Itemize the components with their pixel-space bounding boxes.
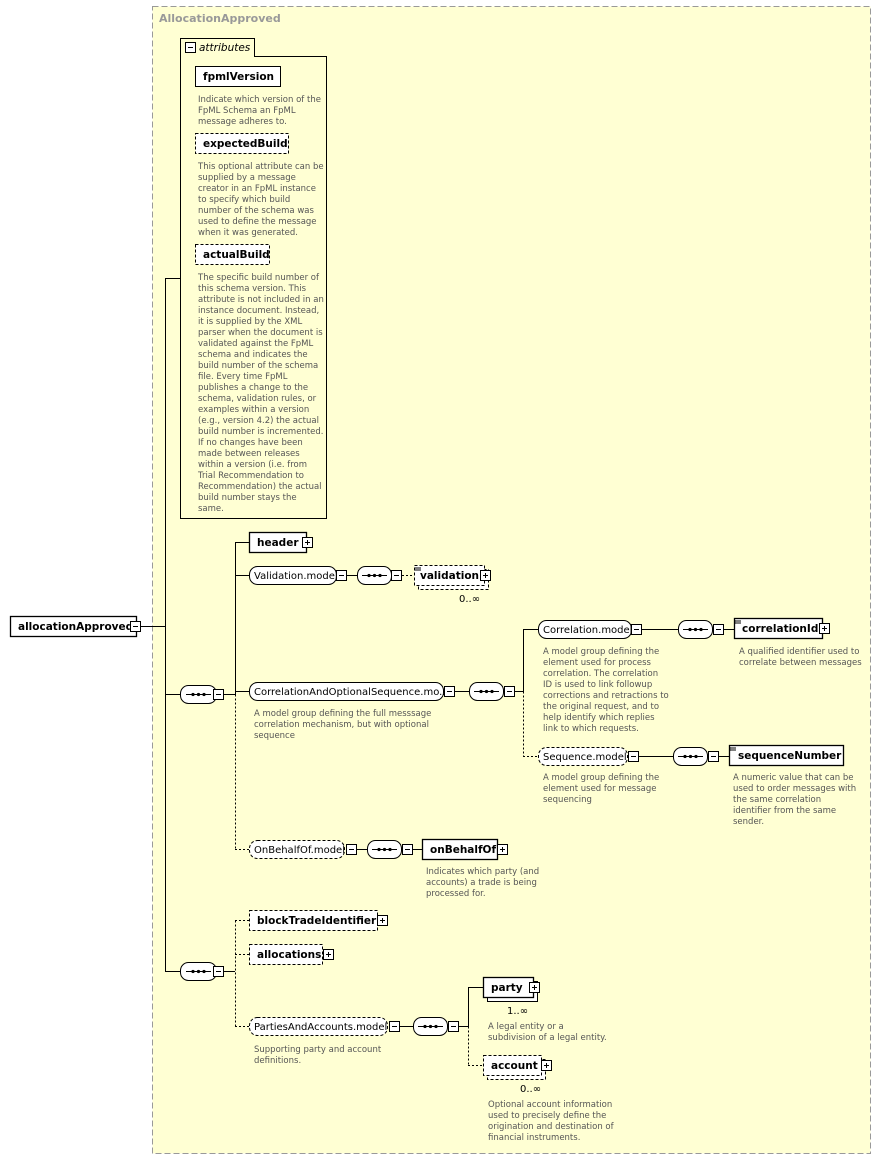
collapse-icon[interactable] bbox=[708, 751, 719, 762]
element-label: onBehalfOf bbox=[430, 844, 496, 856]
element-doc: A legal entity or a subdivision of a leg… bbox=[488, 1022, 607, 1043]
collapse-icon[interactable] bbox=[213, 966, 224, 977]
group-label: CorrelationAndOptionalSequence.mo... bbox=[254, 687, 449, 698]
attributes-collapse-icon[interactable] bbox=[185, 42, 196, 53]
collapse-icon[interactable] bbox=[713, 624, 724, 635]
element-correlationid[interactable]: correlationId bbox=[733, 617, 824, 640]
group-sequence-model[interactable]: Sequence.model bbox=[538, 747, 628, 766]
type-name: AllocationApproved bbox=[159, 12, 281, 25]
collapse-icon[interactable] bbox=[346, 844, 357, 855]
expand-icon[interactable] bbox=[323, 949, 334, 960]
element-doc: Indicates which party (and accounts) a t… bbox=[426, 867, 542, 899]
expand-icon[interactable] bbox=[819, 623, 830, 634]
element-sequencenumber[interactable]: sequenceNumber bbox=[728, 744, 845, 767]
element-label: correlationId bbox=[742, 623, 818, 635]
attribute-actualbuild[interactable]: actualBuild bbox=[195, 244, 270, 265]
collapse-icon[interactable] bbox=[448, 1021, 459, 1032]
group-onbehalfof-model[interactable]: OnBehalfOf.model bbox=[249, 840, 345, 859]
element-account[interactable]: account bbox=[483, 1055, 546, 1080]
element-allocations[interactable]: allocations bbox=[249, 944, 323, 965]
collapse-icon[interactable] bbox=[391, 570, 402, 581]
group-doc: Supporting party and account definitions… bbox=[254, 1045, 384, 1066]
collapse-icon[interactable] bbox=[628, 751, 639, 762]
group-correlation-and-optional-sequence[interactable]: CorrelationAndOptionalSequence.mo... bbox=[249, 682, 449, 701]
collapse-icon[interactable] bbox=[213, 689, 224, 700]
group-doc: A model group defining the full messsage… bbox=[254, 709, 434, 741]
collapse-icon[interactable] bbox=[336, 570, 347, 581]
group-doc: A model group defining the element used … bbox=[543, 773, 662, 805]
element-label: validation bbox=[420, 570, 479, 582]
element-doc: A qualified identifier used to correlate… bbox=[739, 647, 862, 668]
element-doc: Optional account information used to pre… bbox=[488, 1100, 616, 1143]
collapse-icon[interactable] bbox=[402, 844, 413, 855]
attribute-name: fpmlVersion bbox=[203, 71, 274, 83]
element-label: header bbox=[257, 537, 299, 549]
element-validation[interactable]: validation bbox=[414, 565, 489, 590]
group-parties-and-accounts-model[interactable]: PartiesAndAccounts.model bbox=[249, 1017, 388, 1036]
collapse-icon[interactable] bbox=[130, 621, 141, 632]
attribute-name: expectedBuild bbox=[203, 138, 288, 150]
occurrence-label: 0..∞ bbox=[520, 1084, 541, 1095]
element-doc: A numeric value that can be used to orde… bbox=[733, 773, 859, 827]
attribute-name: actualBuild bbox=[203, 249, 270, 261]
sequence-compositor[interactable] bbox=[180, 962, 217, 981]
element-label: allocations bbox=[257, 949, 321, 961]
group-label: Sequence.model bbox=[543, 752, 627, 763]
element-label: account bbox=[491, 1060, 538, 1072]
group-correlation-model[interactable]: Correlation.model bbox=[538, 620, 633, 639]
group-validation-model[interactable]: Validation.model bbox=[249, 566, 338, 585]
attribute-doc: This optional attribute can be supplied … bbox=[197, 162, 326, 238]
occurrence-label: 1..∞ bbox=[507, 1006, 528, 1017]
expand-icon[interactable] bbox=[529, 982, 540, 993]
sequence-compositor[interactable] bbox=[469, 682, 504, 701]
sequence-compositor[interactable] bbox=[180, 685, 217, 704]
group-label: OnBehalfOf.model bbox=[254, 845, 345, 856]
group-doc: A model group defining the element used … bbox=[543, 647, 671, 734]
element-onbehalfof[interactable]: onBehalfOf bbox=[421, 838, 499, 861]
collapse-icon[interactable] bbox=[504, 686, 515, 697]
expand-icon[interactable] bbox=[302, 537, 313, 548]
collapse-icon[interactable] bbox=[444, 686, 455, 697]
attributes-label: attributes bbox=[199, 42, 251, 54]
root-element-label: allocationApproved bbox=[18, 621, 133, 633]
sequence-compositor[interactable] bbox=[367, 840, 402, 859]
expand-icon[interactable] bbox=[377, 915, 388, 926]
expand-icon[interactable] bbox=[480, 570, 491, 581]
sequence-compositor[interactable] bbox=[678, 620, 713, 639]
group-label: PartiesAndAccounts.model bbox=[254, 1022, 387, 1033]
attribute-fpmlversion[interactable]: fpmlVersion bbox=[195, 66, 281, 87]
sequence-compositor[interactable] bbox=[413, 1017, 448, 1036]
group-label: Correlation.model bbox=[543, 625, 632, 636]
sequence-compositor[interactable] bbox=[357, 566, 392, 585]
attribute-doc: Indicate which version of the FpML Schem… bbox=[198, 95, 324, 127]
attribute-expectedbuild[interactable]: expectedBuild bbox=[195, 133, 289, 154]
root-element[interactable]: allocationApproved bbox=[9, 615, 138, 638]
element-label: sequenceNumber bbox=[738, 750, 842, 762]
collapse-icon[interactable] bbox=[389, 1021, 400, 1032]
element-blocktradeidentifier[interactable]: blockTradeIdentifier bbox=[249, 910, 378, 931]
expand-icon[interactable] bbox=[497, 844, 508, 855]
element-label: blockTradeIdentifier bbox=[257, 915, 377, 927]
group-label: Validation.model bbox=[254, 571, 338, 582]
collapse-icon[interactable] bbox=[631, 624, 642, 635]
element-label: party bbox=[491, 982, 523, 994]
attribute-doc: The specific build number of this schema… bbox=[197, 273, 327, 514]
occurrence-label: 0..∞ bbox=[459, 594, 480, 605]
expand-icon[interactable] bbox=[541, 1060, 552, 1071]
element-header[interactable]: header bbox=[248, 531, 308, 554]
sequence-compositor[interactable] bbox=[673, 747, 708, 766]
